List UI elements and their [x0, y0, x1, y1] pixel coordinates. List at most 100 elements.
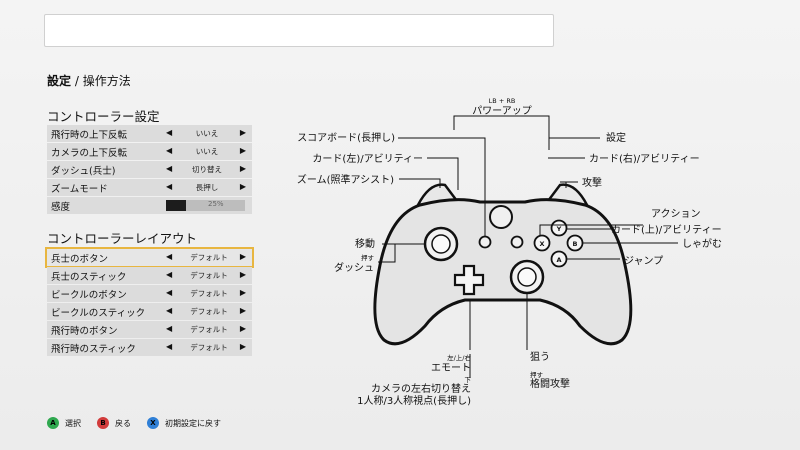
setting-label: カメラの上下反転 — [51, 148, 128, 159]
crouch-label: しゃがむ — [682, 237, 722, 250]
left-stick-cap — [431, 234, 451, 254]
a-button-icon: A — [47, 417, 59, 429]
setting-row-dash[interactable]: ダッシュ(兵士) ◀ 切り替え ▶ — [47, 161, 252, 178]
layout-row-flight-sticks[interactable]: 飛行時のスティック ◀ デフォルト ▶ — [47, 339, 252, 356]
footer-label: 戻る — [115, 418, 131, 428]
layout-label: ビークルのボタン — [51, 290, 127, 301]
layout-row-soldier-buttons[interactable]: 兵士のボタン ◀ デフォルト ▶ — [45, 247, 254, 268]
setting-row-zoom-mode[interactable]: ズームモード ◀ 長押し ▶ — [47, 179, 252, 196]
layout-value: デフォルト — [190, 307, 228, 316]
footer-label: 選択 — [65, 418, 81, 428]
jump-label: ジャンプ — [624, 255, 663, 267]
menu-button-icon — [510, 235, 524, 249]
sensitivity-slider[interactable]: 25% — [166, 200, 245, 211]
footer-reset[interactable]: X 初期設定に戻す — [147, 417, 221, 429]
arrow-left-icon[interactable]: ◀ — [166, 342, 173, 351]
layout-row-flight-buttons[interactable]: 飛行時のボタン ◀ デフォルト ▶ — [47, 321, 252, 338]
x-button-icon: X — [147, 417, 159, 429]
setting-row-invert-camera[interactable]: カメラの上下反転 ◀ いいえ ▶ — [47, 143, 252, 160]
a-button-label: A — [556, 256, 561, 264]
card-up-label: カード(上)/アビリティー — [611, 224, 722, 236]
b-button-icon — [566, 234, 584, 252]
arrow-right-icon[interactable]: ▶ — [239, 270, 246, 279]
footer-label: 初期設定に戻す — [165, 418, 221, 428]
arrow-right-icon[interactable]: ▶ — [239, 182, 246, 191]
camera-switch-label: カメラの左右切り替え — [371, 382, 471, 395]
setting-row-sensitivity[interactable]: 感度 25% — [47, 197, 252, 214]
layout-value: デフォルト — [190, 325, 228, 334]
setting-value: いいえ — [195, 147, 219, 156]
layout-row-vehicle-sticks[interactable]: ビークルのスティック ◀ デフォルト ▶ — [47, 303, 252, 320]
card-right-label: カード(右)/アビリティー — [589, 152, 700, 165]
arrow-right-icon[interactable]: ▶ — [239, 324, 246, 333]
x-button-icon — [533, 234, 551, 252]
arrow-left-icon[interactable]: ◀ — [166, 182, 173, 191]
callout-lines — [378, 115, 678, 378]
melee-label: 格闘攻撃 — [530, 377, 570, 390]
move-label: 移動 — [355, 237, 375, 250]
settings-label: 設定 — [606, 131, 626, 144]
setting-label: ズームモード — [51, 184, 108, 195]
view-button-icon — [478, 235, 492, 249]
arrow-left-icon[interactable]: ◀ — [166, 146, 173, 155]
b-button-label: B — [573, 240, 578, 248]
sensitivity-slider-fill — [166, 200, 186, 211]
setting-value: 長押し — [195, 183, 219, 192]
power-up-label: パワーアップ — [472, 105, 532, 117]
layout-value: デフォルト — [190, 271, 228, 280]
setting-row-invert-flight[interactable]: 飛行時の上下反転 ◀ いいえ ▶ — [47, 125, 252, 142]
breadcrumb: 設定 / 操作方法 — [47, 72, 131, 89]
action-label: アクション — [651, 208, 701, 220]
press-label-2: 押す — [530, 370, 544, 379]
emote-direction-label: 左/上/右 — [447, 353, 471, 362]
footer-hints: A 選択 B 戻る X 初期設定に戻す — [47, 417, 237, 429]
breadcrumb-current[interactable]: 設定 — [47, 74, 72, 88]
arrow-left-icon[interactable]: ◀ — [166, 164, 173, 173]
layout-row-soldier-sticks[interactable]: 兵士のスティック ◀ デフォルト ▶ — [47, 267, 252, 284]
arrow-right-icon[interactable]: ▶ — [239, 128, 246, 137]
b-button-icon: B — [97, 417, 109, 429]
layout-row-vehicle-buttons[interactable]: ビークルのボタン ◀ デフォルト ▶ — [47, 285, 252, 302]
layout-label: 兵士のボタン — [51, 254, 109, 265]
x-button-label: X — [539, 240, 544, 248]
layout-label: ビークルのスティック — [51, 308, 146, 319]
setting-value: いいえ — [195, 129, 219, 138]
footer-select[interactable]: A 選択 — [47, 417, 81, 429]
arrow-right-icon[interactable]: ▶ — [239, 288, 246, 297]
arrow-left-icon[interactable]: ◀ — [166, 128, 173, 137]
arrow-right-icon[interactable]: ▶ — [239, 252, 246, 261]
y-button-label: Y — [556, 225, 562, 233]
dpad-icon — [453, 264, 485, 296]
breadcrumb-separator: / — [71, 74, 83, 88]
footer-back[interactable]: B 戻る — [97, 417, 131, 429]
arrow-right-icon[interactable]: ▶ — [239, 146, 246, 155]
layout-label: 飛行時のスティック — [51, 344, 136, 355]
card-left-label: カード(左)/アビリティー — [312, 152, 423, 165]
arrow-left-icon[interactable]: ◀ — [166, 270, 173, 279]
arrow-right-icon[interactable]: ▶ — [239, 342, 246, 351]
sensitivity-value: 25% — [208, 200, 224, 208]
aim-label: 狙う — [530, 351, 550, 363]
controller-settings-list: 飛行時の上下反転 ◀ いいえ ▶ カメラの上下反転 ◀ いいえ ▶ ダッシュ(兵… — [47, 125, 252, 215]
y-button-icon — [550, 219, 568, 237]
person-view-label: 1人称/3人称視点(長押し) — [357, 394, 471, 407]
emote-label: エモート — [431, 363, 471, 374]
arrow-left-icon[interactable]: ◀ — [166, 252, 173, 261]
setting-label: 飛行時の上下反転 — [51, 130, 128, 141]
dash-label: ダッシュ — [334, 261, 374, 274]
breadcrumb-page: 操作方法 — [82, 74, 131, 88]
arrow-left-icon[interactable]: ◀ — [166, 288, 173, 297]
attack-label: 攻撃 — [582, 176, 602, 189]
arrow-right-icon[interactable]: ▶ — [239, 306, 246, 315]
setting-label: ダッシュ(兵士) — [51, 166, 116, 177]
layout-label: 兵士のスティック — [51, 272, 127, 283]
arrow-left-icon[interactable]: ◀ — [166, 324, 173, 333]
setting-value: 切り替え — [192, 165, 222, 174]
setting-label: 感度 — [51, 202, 71, 213]
arrow-right-icon[interactable]: ▶ — [239, 164, 246, 173]
arrow-left-icon[interactable]: ◀ — [166, 306, 173, 315]
right-stick-cap — [517, 267, 537, 287]
controller-settings-title: コントローラー設定 — [47, 109, 160, 124]
scoreboard-label: スコアボード(長押し) — [297, 131, 395, 144]
